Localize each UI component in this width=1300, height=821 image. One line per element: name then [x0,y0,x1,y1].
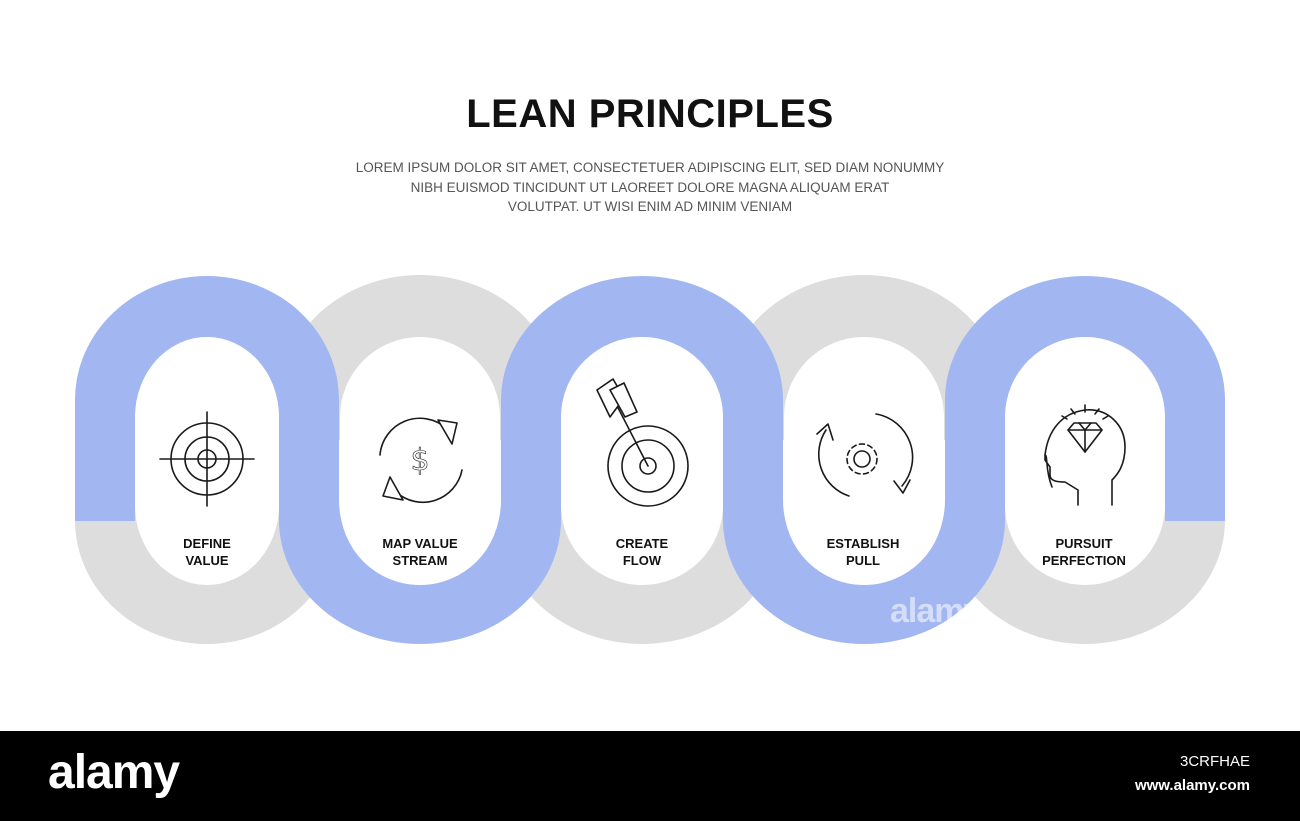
grey-ring-segment [501,500,783,644]
page-subtitle: LOREM IPSUM DOLOR SIT AMET, CONSECTETUER… [300,158,1000,217]
step-label-create-flow: CREATE FLOW [567,535,717,569]
step-label-line: PERFECTION [1042,553,1126,568]
step-label-line: STREAM [392,553,448,568]
blue-chain-segment [723,400,1005,644]
gear-cycle-icon [816,413,914,497]
blue-chain-segment [501,276,783,521]
target-crosshair-icon [159,411,255,507]
blue-chain-segment [75,276,339,521]
dollar-cycle-icon: $ [379,417,463,504]
image-code: 3CRFHAE [1179,753,1250,770]
step-label-establish-pull: ESTABLISH PULL [788,535,938,569]
subtitle-line: LOREM IPSUM DOLOR SIT AMET, CONSECTETUER… [355,160,945,175]
page-title: LEAN PRINCIPLES [466,92,834,136]
step-capsule [340,337,500,585]
site-url: www.alamy.com [1134,777,1250,794]
blue-chain-layer [75,276,1225,644]
subtitle-line: NIBH EUISMOD TINCIDUNT UT LAOREET DOLORE… [410,179,890,195]
step-capsule [784,337,944,585]
blue-chain-segment [945,276,1225,521]
grey-ring-segment [945,500,1225,644]
grey-ring-segment [724,275,1004,440]
step-label-define-value: DEFINE VALUE [132,535,282,569]
blue-chain-segment [279,400,561,644]
svg-text:$: $ [410,443,429,478]
step-label-line: DEFINE [183,536,231,551]
step-label-line: FLOW [622,553,662,568]
step-capsule [1005,337,1165,585]
step-label-line: CREATE [615,536,669,551]
footer-bar: alamy 3CRFHAE www.alamy.com [0,731,1300,821]
watermark: alamy [890,592,982,630]
step-label-line: PULL [846,553,880,568]
step-label-map-value-stream: MAP VALUE STREAM [345,535,495,569]
step-label-pursuit-perfection: PURSUIT PERFECTION [1009,535,1159,569]
step-label-line: MAP VALUE [382,536,458,551]
step-label-line: PURSUIT [1055,536,1113,551]
alamy-logo: alamy [48,746,180,799]
lean-chain-diagram: $ [75,275,1225,644]
subtitle-line: VOLUTPAT. UT WISI ENIM AD MINIM VENIAM [507,199,793,214]
dart-target-icon [596,378,689,507]
grey-ring-segment [280,275,560,440]
step-label-line: VALUE [185,553,229,568]
step-label-line: ESTABLISH [826,536,900,551]
inner-capsule-layer [135,337,1165,585]
head-diamond-icon [1044,404,1126,506]
